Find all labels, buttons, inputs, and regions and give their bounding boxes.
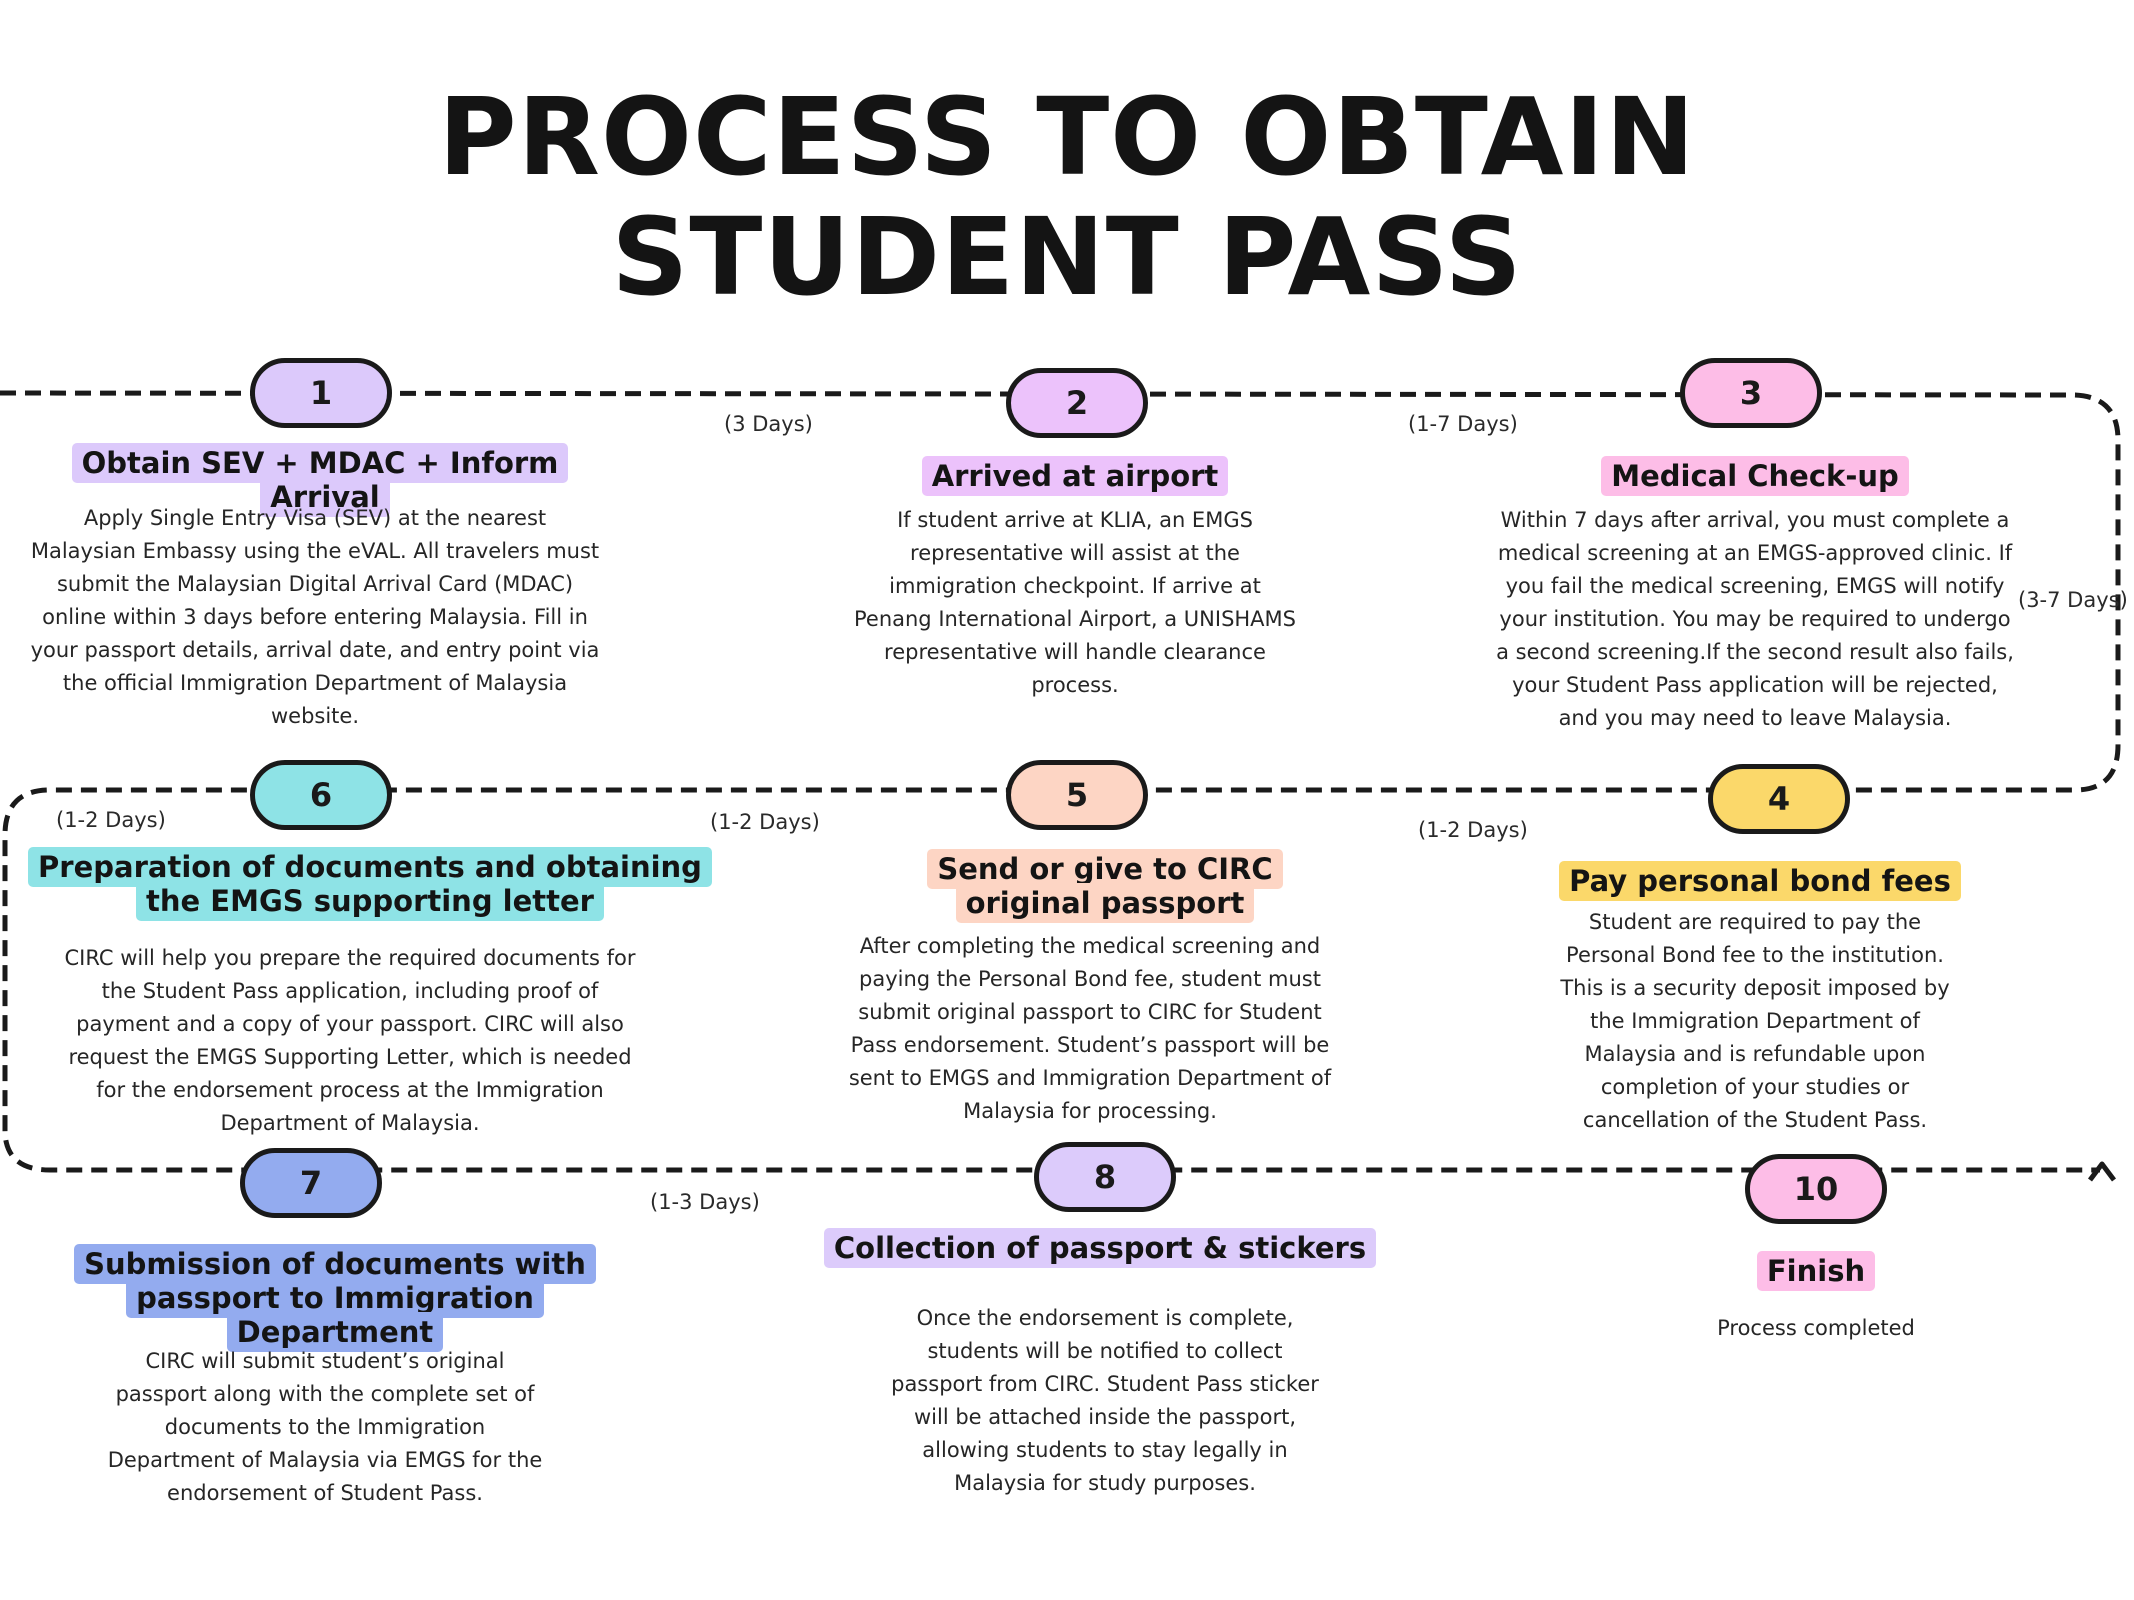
step-3-description: Within 7 days after arrival, you must co… <box>1496 508 2014 730</box>
path-segment-row1 <box>0 390 2121 1173</box>
step-4-heading: Pay personal bond fees <box>1540 861 1980 901</box>
step-3-title: Medical Check-up <box>1601 456 1909 496</box>
duration-7-8: (1-3 Days) <box>650 1190 760 1214</box>
step-5-title: Send or give to CIRC original passport <box>927 849 1283 923</box>
step-8-number: 8 <box>1034 1142 1176 1212</box>
step-6-heading: Preparation of documents and obtaining t… <box>20 847 720 921</box>
step-10-title: Finish <box>1756 1251 1876 1291</box>
step-8-description: Once the endorsement is complete, studen… <box>891 1306 1319 1495</box>
step-4-description: Student are required to pay the Personal… <box>1560 910 1950 1132</box>
path-end-arrow-icon <box>2088 1161 2116 1182</box>
step-10-heading: Finish <box>1716 1251 1916 1291</box>
step-3-heading: Medical Check-up <box>1490 456 2020 496</box>
step-4-number: 4 <box>1708 764 1850 834</box>
step-5-description: After completing the medical screening a… <box>848 934 1332 1123</box>
step-6-title: Preparation of documents and obtaining t… <box>28 847 712 921</box>
title-line-1: PROCESS TO OBTAIN <box>438 76 1696 200</box>
step-2-description: If student arrive at KLIA, an EMGS repre… <box>853 508 1296 697</box>
step-8-heading: Collection of passport & stickers <box>820 1228 1380 1268</box>
step-5-number: 5 <box>1006 760 1148 830</box>
step-6-description: CIRC will help you prepare the required … <box>64 946 636 1135</box>
step-1-heading: Obtain SEV + MDAC + Inform Arrival <box>20 443 630 517</box>
duration-1-2: (3 Days) <box>724 412 813 436</box>
step-6-number: 6 <box>250 760 392 830</box>
step-5-heading: Send or give to CIRC original passport <box>870 849 1340 923</box>
page-title: PROCESS TO OBTAIN STUDENT PASS <box>0 78 2134 318</box>
step-2-number: 2 <box>1006 368 1148 438</box>
step-8-title: Collection of passport & stickers <box>823 1228 1377 1268</box>
step-7-heading: Submission of documents with passport to… <box>30 1244 640 1352</box>
step-1-description: Apply Single Entry Visa (SEV) at the nea… <box>30 506 600 728</box>
duration-3-4: (3-7 Days) <box>2018 588 2128 612</box>
step-2-heading: Arrived at airport <box>840 456 1310 496</box>
step-10-number: 10 <box>1745 1154 1887 1224</box>
duration-6-7: (1-2 Days) <box>56 808 166 832</box>
duration-5-6: (1-2 Days) <box>710 810 820 834</box>
step-7-number: 7 <box>240 1148 382 1218</box>
step-4-title: Pay personal bond fees <box>1559 861 1961 901</box>
step-7-title: Submission of documents with passport to… <box>74 1244 596 1352</box>
step-3-number: 3 <box>1680 358 1822 428</box>
duration-2-3: (1-7 Days) <box>1408 412 1518 436</box>
step-7-description: CIRC will submit student’s original pass… <box>107 1349 543 1505</box>
step-1-number: 1 <box>250 358 392 428</box>
step-2-title: Arrived at airport <box>921 456 1229 496</box>
title-line-2: STUDENT PASS <box>611 196 1523 320</box>
step-10-description: Process completed <box>1717 1316 1915 1340</box>
duration-4-5: (1-2 Days) <box>1418 818 1528 842</box>
